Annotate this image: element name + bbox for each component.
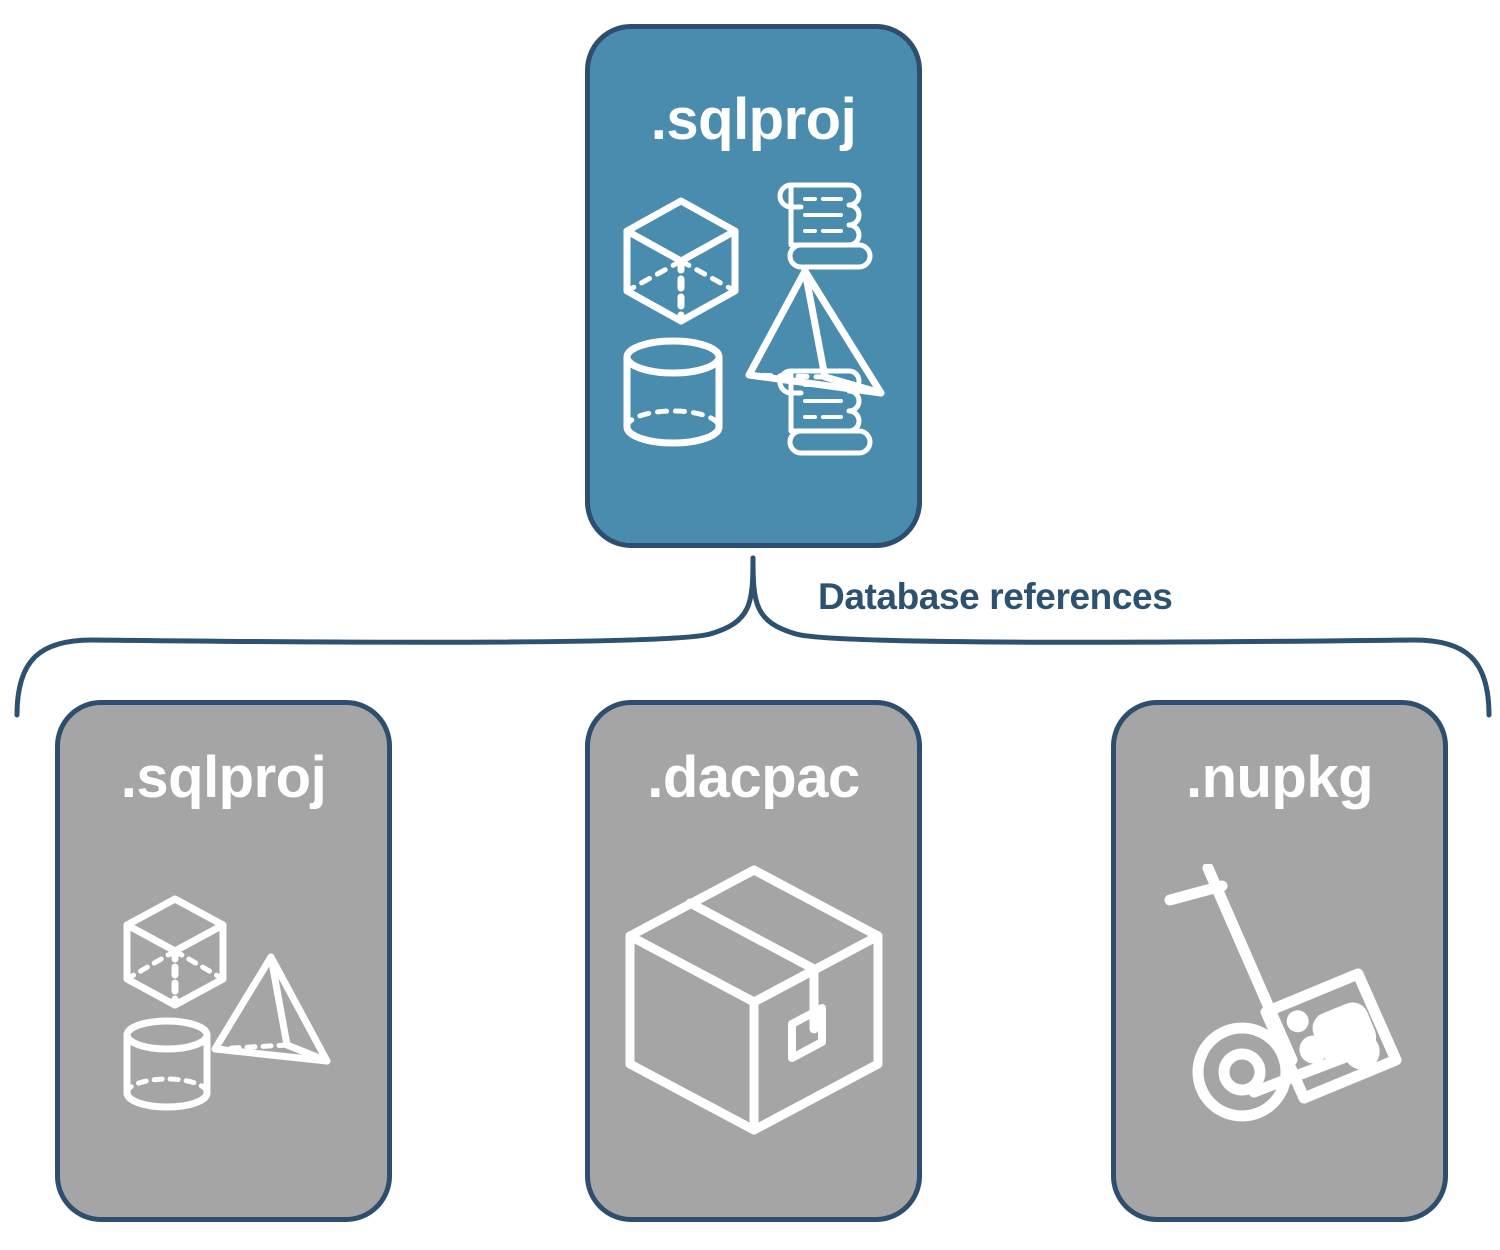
node-title-nupkg: .nupkg: [1185, 745, 1374, 810]
connector-label: Database references: [818, 576, 1173, 617]
package-icon: [1260, 968, 1401, 1104]
database-objects-illustration: [623, 182, 884, 456]
shipping-box-icon: [625, 865, 882, 1135]
node-title-sqlproj-reference: .sqlproj: [120, 745, 327, 810]
script-scroll-icon: [777, 368, 872, 456]
node-artwork-sqlproj-root: [590, 179, 917, 459]
cube-wireframe-icon: [623, 197, 738, 325]
node-card-dacpac-reference[interactable]: .dacpac: [585, 700, 922, 1222]
node-card-sqlproj-root[interactable]: .sqlproj: [585, 24, 922, 548]
cylinder-wireframe-icon: [123, 1017, 210, 1111]
pyramid-wireframe-icon: [745, 267, 884, 397]
cube-wireframe-icon: [123, 895, 226, 1009]
node-artwork-sqlproj-reference: [60, 850, 387, 1150]
node-artwork-nupkg: [1116, 850, 1443, 1150]
node-title-dacpac: .dacpac: [647, 745, 860, 810]
pyramid-wireframe-icon: [211, 953, 330, 1065]
node-artwork-dacpac: [590, 850, 917, 1150]
node-card-nupkg-reference[interactable]: .nupkg: [1111, 700, 1448, 1222]
node-card-sqlproj-reference[interactable]: .sqlproj: [55, 700, 392, 1222]
hand-truck-package-icon: [1164, 864, 1401, 1122]
node-title-sqlproj-root: .sqlproj: [650, 87, 857, 152]
cylinder-wireframe-icon: [623, 337, 722, 447]
script-scroll-icon: [777, 182, 872, 270]
database-references-brace: [14, 555, 1492, 718]
database-objects-illustration: [123, 895, 330, 1111]
wheel-icon: [1192, 1022, 1291, 1122]
